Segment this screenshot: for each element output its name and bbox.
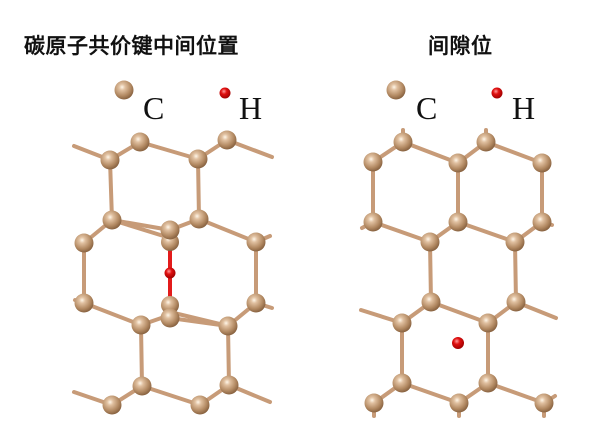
legend-hydrogen-icon-left	[219, 87, 231, 99]
carbon-bonds-right	[359, 128, 558, 418]
panel-title-bond-center: 碳原子共价键中间位置	[24, 34, 239, 58]
hydrogen-atom-right	[452, 337, 464, 349]
hydrogen-atom-left	[164, 267, 176, 279]
interstitial-structure	[359, 128, 558, 418]
legend-hydrogen-label-left: H	[239, 90, 263, 126]
bond-center-structure	[72, 130, 274, 415]
legend-carbon-icon-left	[114, 80, 134, 100]
legend-hydrogen-label-right: H	[512, 90, 536, 126]
legend-carbon-label-right: C	[416, 90, 438, 126]
legend-carbon-label-left: C	[143, 90, 165, 126]
carbon-atoms-right	[363, 132, 554, 413]
carbon-atoms-left	[74, 130, 266, 415]
legend-hydrogen-icon-right	[491, 87, 503, 99]
legend-carbon-icon-right	[386, 80, 406, 100]
panel-title-interstitial: 间隙位	[428, 34, 493, 58]
